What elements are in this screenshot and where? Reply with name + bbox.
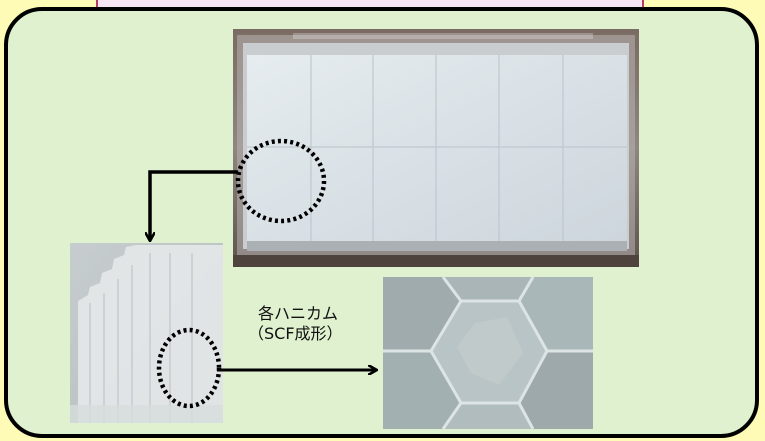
photo-honeycomb-closeup (383, 277, 593, 429)
honeycomb-process-label: 各ハニカム （SCF成形） (248, 304, 388, 344)
label-each-honeycomb: 各ハニカム (258, 304, 339, 323)
label-scf-molding: （SCF成形） (248, 324, 343, 343)
photo-honeycomb-side (70, 243, 223, 423)
photo-honeycomb-tray (233, 29, 639, 267)
